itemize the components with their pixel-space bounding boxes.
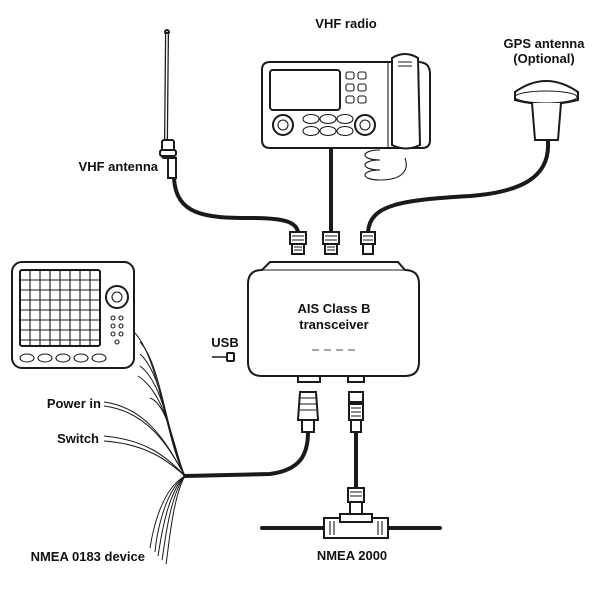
gps-antenna-cable xyxy=(366,140,551,234)
power-in-label: Power in xyxy=(47,396,101,411)
vhf-antenna-label: VHF antenna xyxy=(79,159,159,174)
vhf-radio xyxy=(261,53,431,181)
gps-antenna-optional-label: (Optional) xyxy=(513,51,574,66)
vhf-antenna-connector xyxy=(289,231,307,255)
vhf-antenna-cable xyxy=(172,176,300,234)
usb-cable xyxy=(212,352,235,362)
nmea2000-label: NMEA 2000 xyxy=(317,548,387,563)
transceiver-label-line2: transceiver xyxy=(299,317,368,332)
nmea0183-label: NMEA 0183 device xyxy=(31,549,145,564)
nmea2000-connector xyxy=(348,391,364,433)
ais-transceiver xyxy=(247,261,420,383)
gps-antenna xyxy=(514,80,579,141)
power-data-connector xyxy=(296,391,320,433)
nmea2000-t-connector xyxy=(323,487,389,539)
transceiver-label: AIS Class B xyxy=(298,301,371,316)
vhf-radio-label: VHF radio xyxy=(315,16,376,31)
vhf-radio-connector xyxy=(322,231,340,255)
gps-antenna-connector xyxy=(360,231,376,255)
usb-label: USB xyxy=(211,335,238,350)
gps-antenna-label: GPS antenna xyxy=(504,36,586,51)
wire-harness xyxy=(103,329,186,565)
chartplotter-display xyxy=(11,261,135,369)
power-data-cable xyxy=(183,430,310,478)
switch-label: Switch xyxy=(57,431,99,446)
vhf-antenna xyxy=(159,29,177,179)
